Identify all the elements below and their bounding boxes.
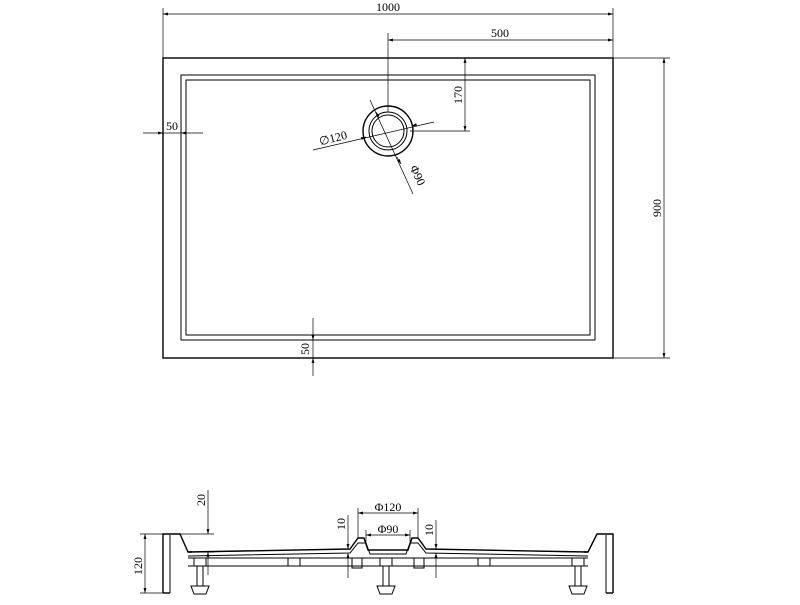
dim-overall-width: 1000 — [162, 0, 614, 58]
section-leg-center — [376, 557, 396, 595]
dim-drain-recess-left-label: 10 — [334, 518, 348, 530]
dim-drain-recess-left: 10 — [334, 515, 350, 578]
dim-drain-recess-right: 10 — [422, 520, 438, 578]
tray-basin — [185, 79, 591, 336]
dim-drain-offset-y: 170 — [410, 58, 470, 132]
dim-overall-depth-label: 900 — [650, 199, 664, 217]
dim-overall-width-label: 1000 — [376, 0, 400, 14]
dim-border-bottom: 50 — [298, 318, 315, 376]
dim-rim-depth: 20 — [180, 490, 214, 575]
dim-drain-offset-x-label: 500 — [491, 26, 509, 40]
dim-drain-inner-diameter-label: Φ90 — [407, 163, 428, 188]
dim-drain-outer-diameter-label: ∅120 — [318, 128, 349, 148]
dim-overall-height: 120 — [131, 533, 163, 594]
dim-drain-recess-right-label: 10 — [422, 524, 436, 536]
section-leg-right — [568, 557, 588, 595]
dim-section-drain-outer: Φ120 — [357, 500, 419, 538]
section-leg-left — [190, 557, 210, 595]
dim-section-drain-inner-label: Φ90 — [378, 522, 399, 536]
section-basin-bottom — [187, 542, 589, 557]
section-right-rim — [584, 533, 614, 593]
dim-drain-outer-diameter: ∅120 — [312, 121, 435, 151]
dim-rim-depth-label: 20 — [194, 494, 208, 506]
dim-border-bottom-label: 50 — [298, 343, 312, 355]
dim-border-left-label: 50 — [166, 119, 178, 133]
dim-overall-depth: 900 — [613, 57, 670, 359]
dim-section-drain-inner: Φ90 — [365, 522, 411, 543]
plan-view: 1000 500 170 50 ∅120 — [143, 0, 670, 376]
dim-overall-height-label: 120 — [131, 557, 145, 575]
dim-drain-offset-x: 500 — [387, 26, 613, 112]
dim-drain-offset-y-label: 170 — [451, 86, 465, 104]
plan-drain — [362, 105, 414, 157]
dim-section-drain-outer-label: Φ120 — [375, 500, 402, 514]
section-view: 20 Φ120 Φ90 10 10 — [131, 490, 614, 595]
dim-border-left: 50 — [143, 119, 203, 135]
section-basin-top — [187, 537, 589, 553]
section-left-rim — [162, 533, 192, 593]
